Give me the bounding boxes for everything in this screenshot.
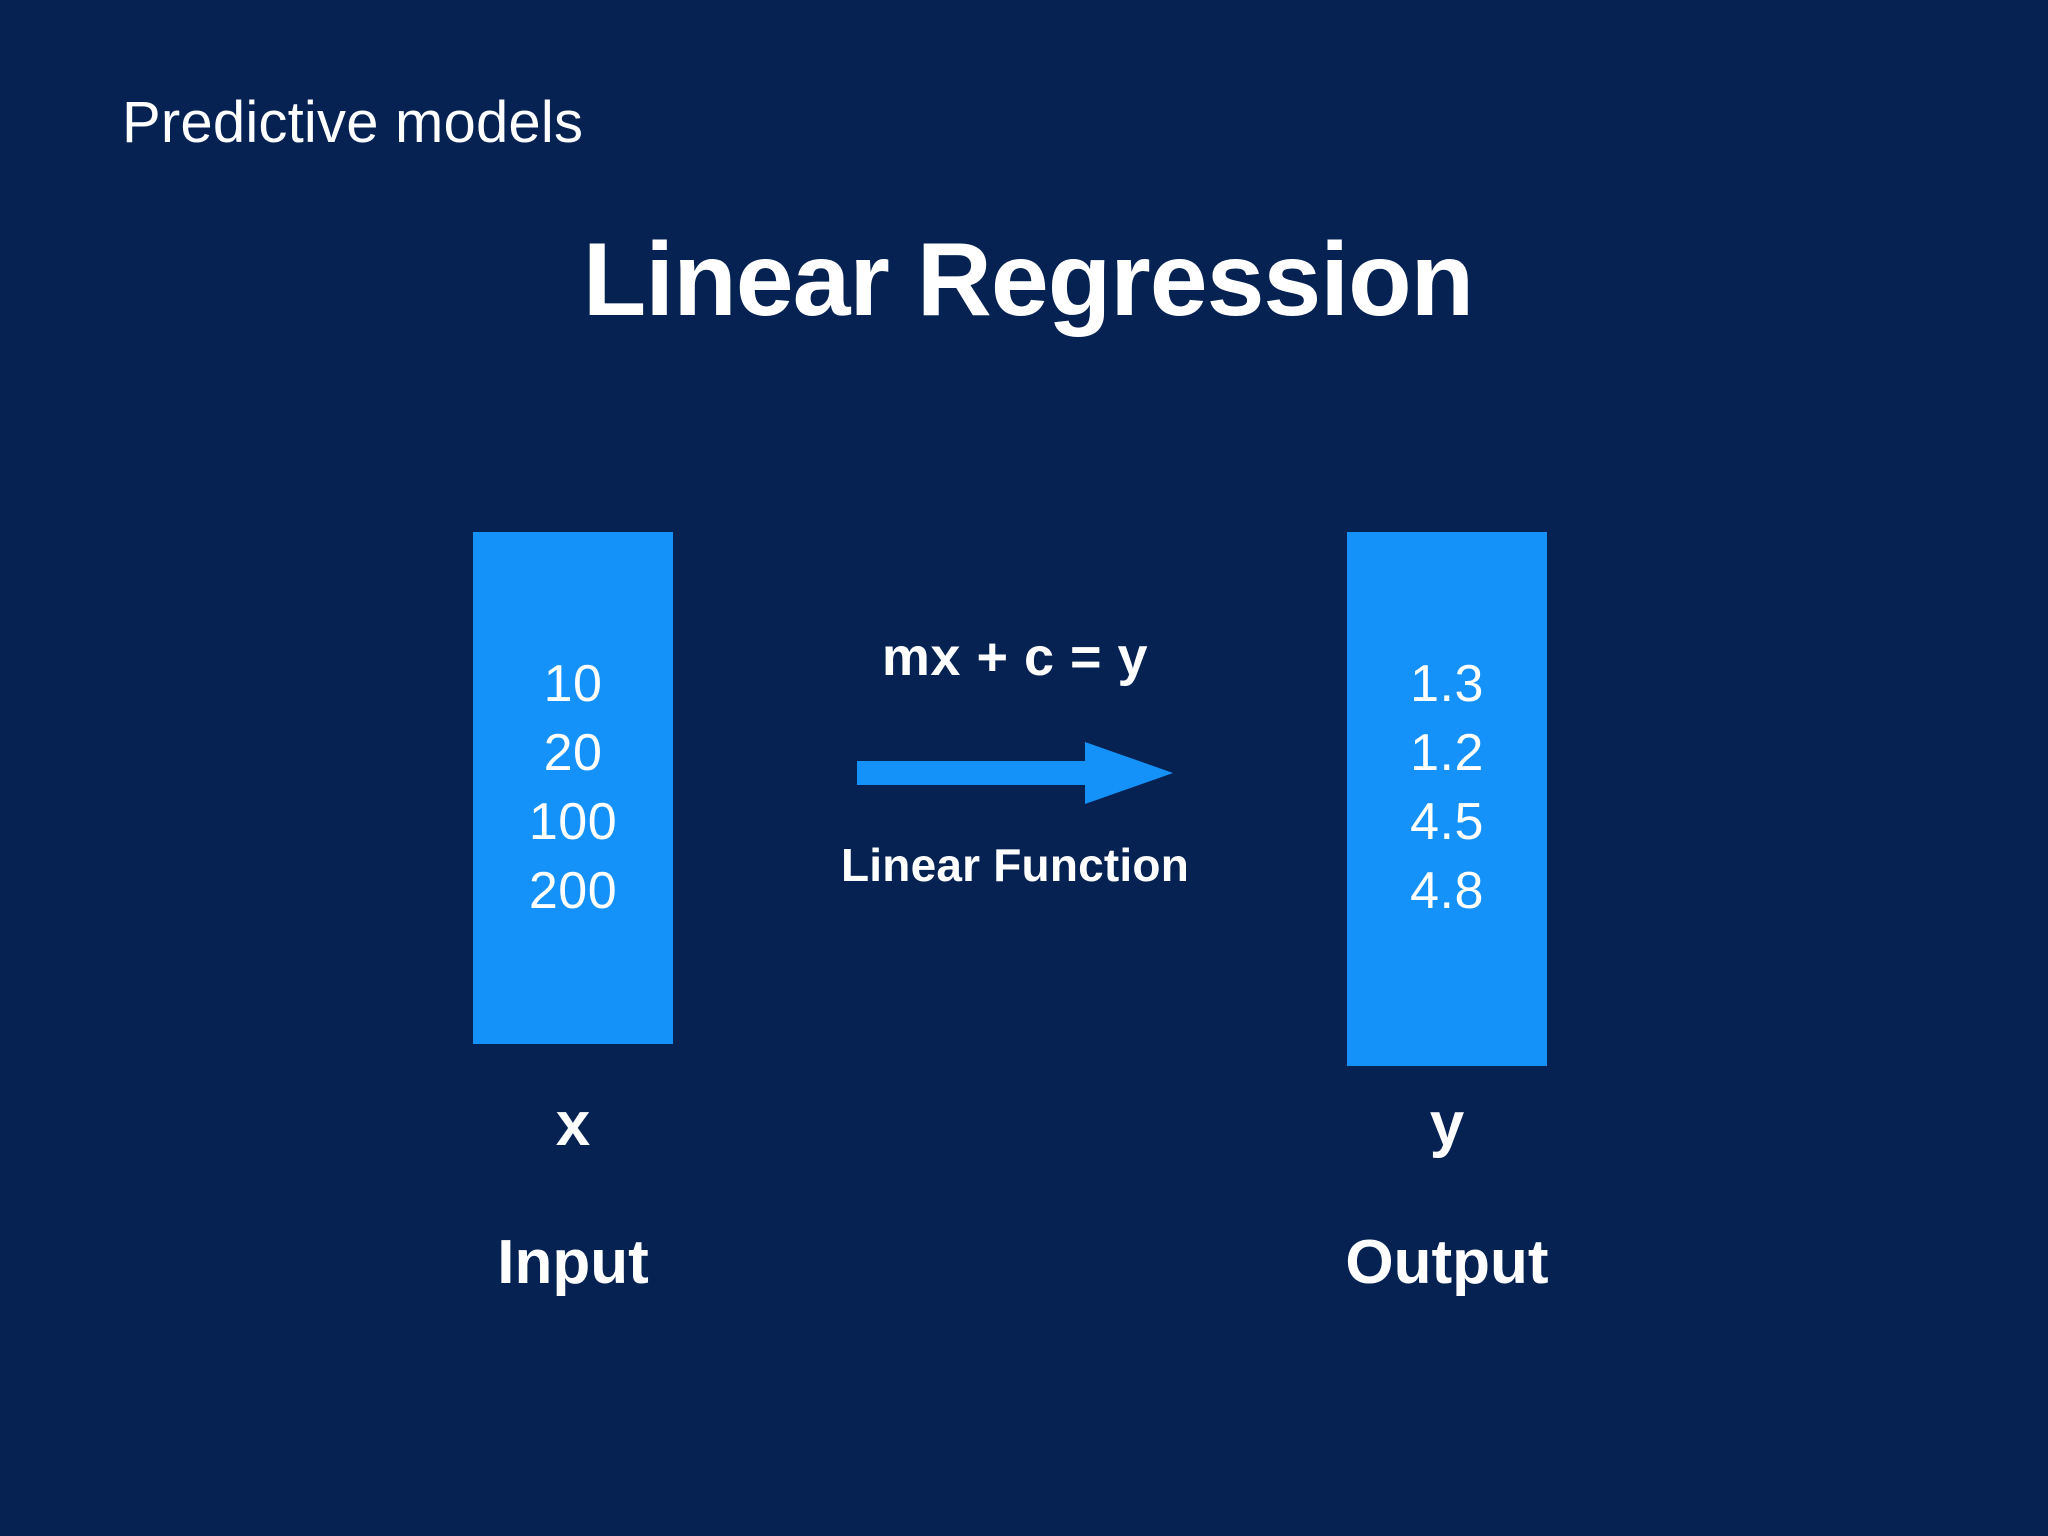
output-value: 4.8 [1410,862,1484,921]
arrow-right-icon [815,742,1215,804]
page-title-text: Linear Regression [582,222,1474,338]
transform-group: mx + c = y Linear Function [815,630,1215,888]
output-value-box: 1.3 1.2 4.5 4.8 [1347,532,1547,1066]
output-column: 1.3 1.2 4.5 4.8 [1347,532,1547,1066]
input-value: 200 [528,862,618,921]
linear-function-caption: Linear Function [841,839,1189,891]
input-column: 10 20 100 200 [473,532,673,1044]
input-value: 10 [543,655,603,713]
output-variable-letter: y [1429,1090,1465,1159]
output-value: 1.2 [1410,724,1484,783]
output-role-label: Output [1345,1228,1549,1297]
input-value: 100 [528,793,618,852]
input-variable-letter: x [555,1090,591,1159]
input-role-label: Input [497,1228,649,1297]
output-value: 1.3 [1410,655,1484,713]
input-value-box: 10 20 100 200 [473,532,673,1044]
output-value: 4.5 [1410,793,1484,852]
slide-kicker: Predictive models [122,90,584,155]
input-value: 20 [543,724,603,783]
page-title: Linear Regression [0,228,2048,332]
linear-equation: mx + c = y [881,627,1149,687]
